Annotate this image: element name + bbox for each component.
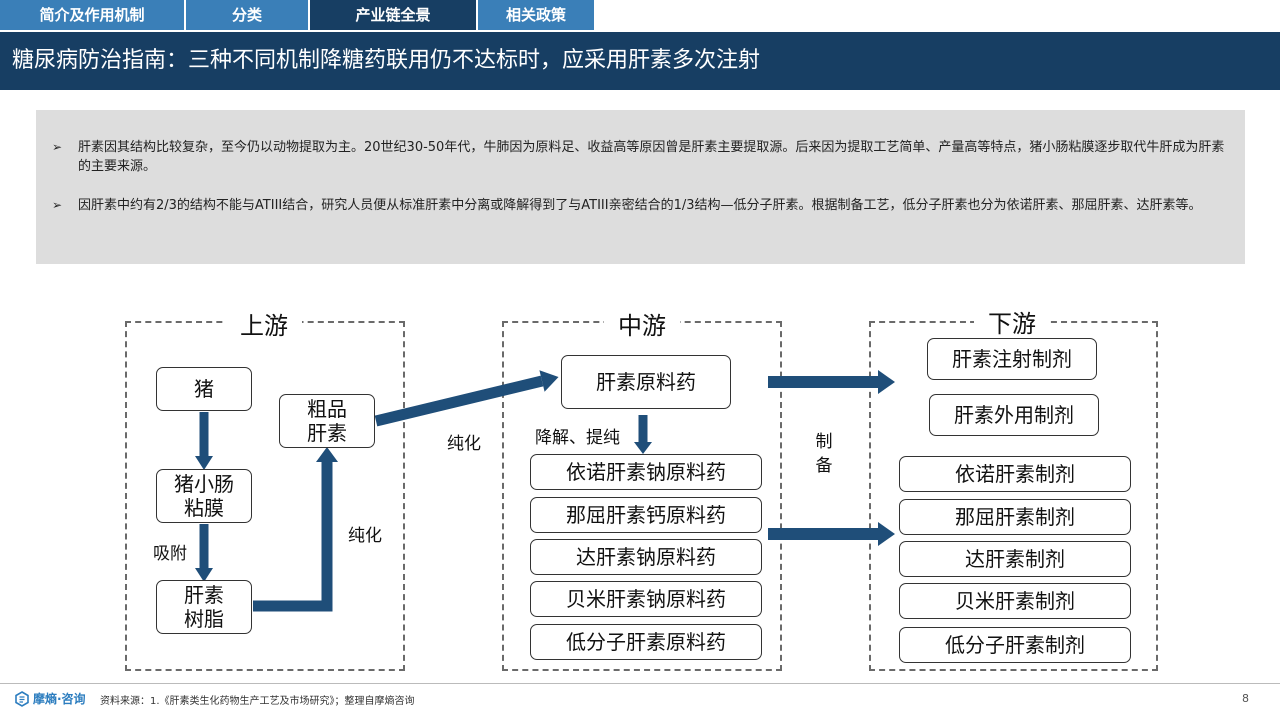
node-bemiparin-prep: 贝米肝素制剂 [899,583,1131,619]
intro-bullet-1: ➢ 肝素因其结构比较复杂，至今仍以动物提取为主。20世纪30-50年代，牛肺因为… [52,138,1232,176]
node-dalteparin-api: 达肝素钠原料药 [530,539,762,575]
label-purify-upstream: 纯化 [348,526,382,546]
arrow-pig-to-mucosa [195,412,213,470]
intro-bullet-2: ➢ 因肝素中约有2/3的结构不能与ATIII结合，研究人员便从标准肝素中分离或降… [52,196,1232,215]
node-pig-mucosa: 猪小肠 粘膜 [156,469,252,523]
arrow-api-to-injection [768,370,895,394]
node-heparin-topical: 肝素外用制剂 [929,394,1099,436]
node-bemiparin-api: 贝米肝素钠原料药 [530,581,762,617]
tab-policy[interactable]: 相关政策 [478,0,594,30]
stage-upstream: 上游 [226,306,302,341]
label-adsorb: 吸附 [153,544,187,564]
node-lmwh-prep: 低分子肝素制剂 [899,627,1131,663]
bullet-marker: ➢ [52,198,63,212]
tab-industry-chain[interactable]: 产业链全景 [310,0,478,30]
node-pig: 猪 [156,367,252,411]
node-enoxaparin-prep: 依诺肝素制剂 [899,456,1131,492]
arrow-api-degrade [634,415,652,454]
tab-intro[interactable]: 简介及作用机制 [0,0,186,30]
title-bar: 糖尿病防治指南：三种不同机制降糖药联用仍不达标时，应采用肝素多次注射 [0,32,1280,90]
node-heparin-api: 肝素原料药 [561,355,731,409]
node-heparin-resin: 肝素 树脂 [156,580,252,634]
arrow-resin-to-crude [253,447,338,612]
bullet-text: 因肝素中约有2/3的结构不能与ATIII结合，研究人员便从标准肝素中分离或降解得… [78,198,1202,213]
page-title: 糖尿病防治指南：三种不同机制降糖药联用仍不达标时，应采用肝素多次注射 [12,48,761,73]
footer-divider [0,683,1280,684]
node-lmwh-api: 低分子肝素原料药 [530,624,762,660]
label-degrade-purify: 降解、提纯 [535,428,620,448]
label-prepare: 制备 [814,430,834,478]
stage-downstream: 下游 [974,304,1050,339]
footer-logo: 摩熵·咨询 [14,690,86,707]
node-nadroparin-api: 那屈肝素钙原料药 [530,497,762,533]
label-purify: 纯化 [447,434,481,454]
node-heparin-injection: 肝素注射制剂 [927,338,1097,380]
source-note: 资料来源：1.《肝素类生化药物生产工艺及市场研究》；整理自摩熵咨询 [100,696,415,707]
arrow-mucosa-to-resin [195,524,213,582]
node-dalteparin-prep: 达肝素制剂 [899,541,1131,577]
nav-tabs: 简介及作用机制 分类 产业链全景 相关政策 [0,0,594,30]
intro-box: ➢ 肝素因其结构比较复杂，至今仍以动物提取为主。20世纪30-50年代，牛肺因为… [36,110,1245,264]
logo-icon [15,690,29,707]
node-nadroparin-prep: 那屈肝素制剂 [899,499,1131,535]
arrow-crude-to-api [374,370,559,427]
stage-midstream: 中游 [604,306,680,341]
page-number: 8 [1242,692,1249,705]
tab-classification[interactable]: 分类 [186,0,310,30]
bullet-marker: ➢ [52,140,63,154]
node-crude-heparin: 粗品 肝素 [279,394,375,448]
arrow-api-list-to-preps [768,522,895,546]
label-prepare-text: 制备 [815,432,833,476]
logo-text: 摩熵·咨询 [33,692,86,706]
node-enoxaparin-api: 依诺肝素钠原料药 [530,454,762,490]
bullet-text: 肝素因其结构比较复杂，至今仍以动物提取为主。20世纪30-50年代，牛肺因为原料… [78,140,1225,174]
